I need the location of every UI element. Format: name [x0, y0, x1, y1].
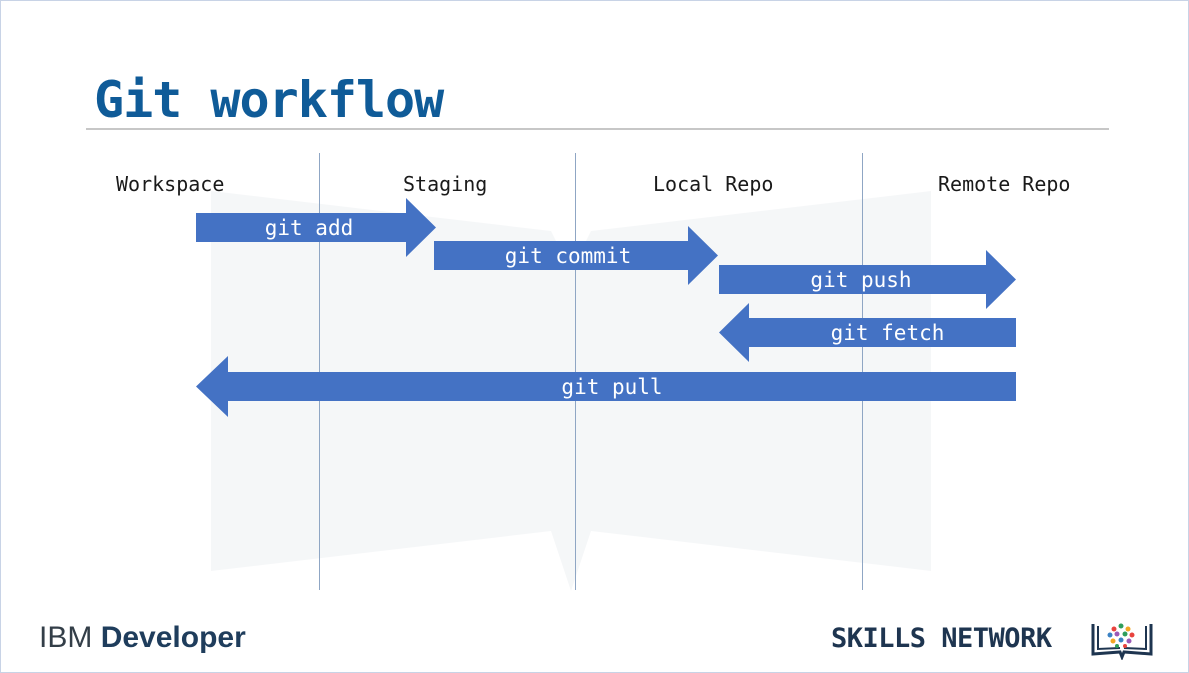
column-divider	[319, 153, 320, 590]
skills-network-book-icon	[1091, 623, 1153, 660]
brand-bold: Developer	[100, 621, 246, 654]
ibm-developer-logo: IBM Developer	[39, 621, 246, 655]
arrow-label: git add	[264, 215, 354, 240]
skills-network-wordmark: SKILLS NETWORK	[831, 623, 1052, 654]
title-divider	[86, 128, 1109, 130]
arrow-label: git pull	[561, 374, 663, 399]
column-label-staging: Staging	[403, 172, 488, 196]
arrow-git-commit: git commit	[434, 226, 718, 285]
arrow-git-fetch: git fetch	[719, 303, 1016, 362]
column-label-remote-repo: Remote Repo	[938, 172, 1071, 196]
column-label-local-repo: Local Repo	[653, 172, 774, 196]
arrow-right-shape	[196, 198, 436, 257]
arrow-label: git fetch	[830, 320, 945, 345]
arrow-git-pull: git pull	[196, 356, 1016, 417]
column-divider	[862, 153, 863, 590]
arrow-git-add: git add	[196, 198, 436, 257]
brand-prefix: IBM	[39, 621, 93, 654]
column-divider	[575, 153, 576, 590]
arrow-label: git push	[810, 267, 912, 292]
arrow-label: git commit	[504, 243, 632, 268]
arrow-git-push: git push	[719, 250, 1016, 309]
slide-title: Git workflow	[94, 71, 444, 129]
arrow-right-shape	[719, 250, 1016, 309]
arrow-left-shape	[196, 356, 1016, 417]
arrow-right-shape	[434, 226, 718, 285]
column-label-workspace: Workspace	[116, 172, 225, 196]
arrow-left-shape	[719, 303, 1016, 362]
